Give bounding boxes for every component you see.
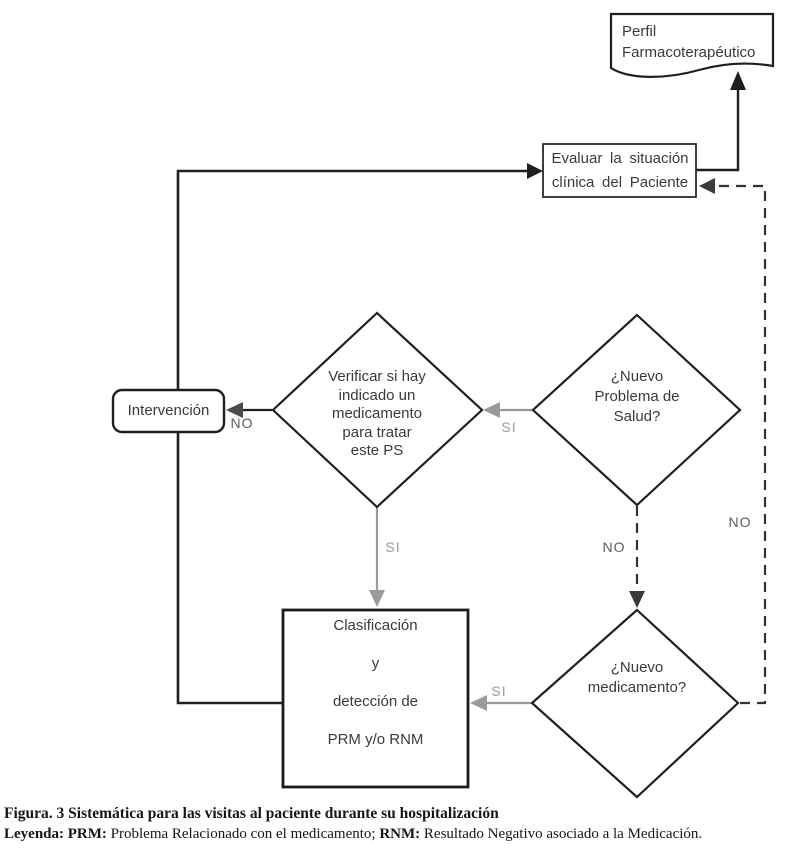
legend-prm-label: PRM:: [67, 826, 111, 842]
legend-prm-text: Problema Relacionado con el medicamento;: [110, 826, 380, 842]
verificar-diamond-shape: [271, 311, 484, 509]
intervencion-box-shape: [111, 388, 226, 434]
arrowhead-into-intervencion: [226, 402, 243, 418]
figure-caption-title: Figura. 3 Sistemática para las visitas a…: [4, 805, 499, 822]
figure-legend: Leyenda: PRM: Problema Relacionado con e…: [4, 826, 702, 843]
edge-medicamento-no-to-evaluar: [709, 184, 767, 705]
nuevo-problema-label: ¿Nuevo Problema de Salud?: [594, 368, 680, 425]
edge-label-no-medicamento: NO: [728, 514, 752, 530]
nuevo-medicamento-label: ¿Nuevo medicamento?: [587, 659, 687, 696]
arrowhead-into-verificar-right: [483, 402, 500, 418]
legend-rnm-text: Resultado Negativo asociado a la Medicac…: [423, 826, 703, 842]
evaluar-label: Evaluar la situación clínica del Pacient…: [551, 149, 689, 191]
perfil-document-shape: [609, 12, 775, 78]
nuevo-medicamento-diamond-shape: [530, 608, 740, 799]
evaluar-box-shape: [542, 143, 697, 198]
arrowhead-into-evaluar-left: [527, 163, 543, 179]
edge-label-no-intervencion: NO: [230, 415, 254, 431]
edge-loop-to-clasificacion: [176, 431, 284, 705]
intervencion-label: Intervención: [127, 402, 210, 419]
verificar-label: Verificar si hay indicado un medicamento…: [328, 368, 426, 459]
edge-label-si-verificar: SI: [385, 539, 401, 555]
arrowhead-into-perfil: [730, 71, 746, 90]
edge-label-si-medicamento: SI: [491, 683, 507, 699]
clasificacion-label: Clasificación y detección de PRM y/o RNM: [327, 617, 424, 748]
legend-label: Leyenda:: [4, 826, 68, 842]
legend-rnm-label: RNM:: [379, 826, 424, 842]
edge-label-no-problema: NO: [602, 539, 626, 555]
arrowhead-into-clasificacion-top: [369, 590, 385, 607]
edge-label-si-problema: SI: [501, 419, 517, 435]
nuevo-problema-diamond-shape: [531, 313, 742, 507]
arrowhead-into-medicamento-top: [629, 591, 645, 608]
clasificacion-box-shape: [281, 608, 470, 789]
arrowhead-into-clasificacion-right: [470, 695, 487, 711]
edge-loop-to-evaluar: [176, 169, 534, 391]
perfil-label: Perfil Farmacoterapéutico: [622, 23, 756, 61]
edge-evaluar-to-perfil: [696, 82, 740, 172]
arrowhead-into-evaluar-right: [699, 178, 715, 194]
